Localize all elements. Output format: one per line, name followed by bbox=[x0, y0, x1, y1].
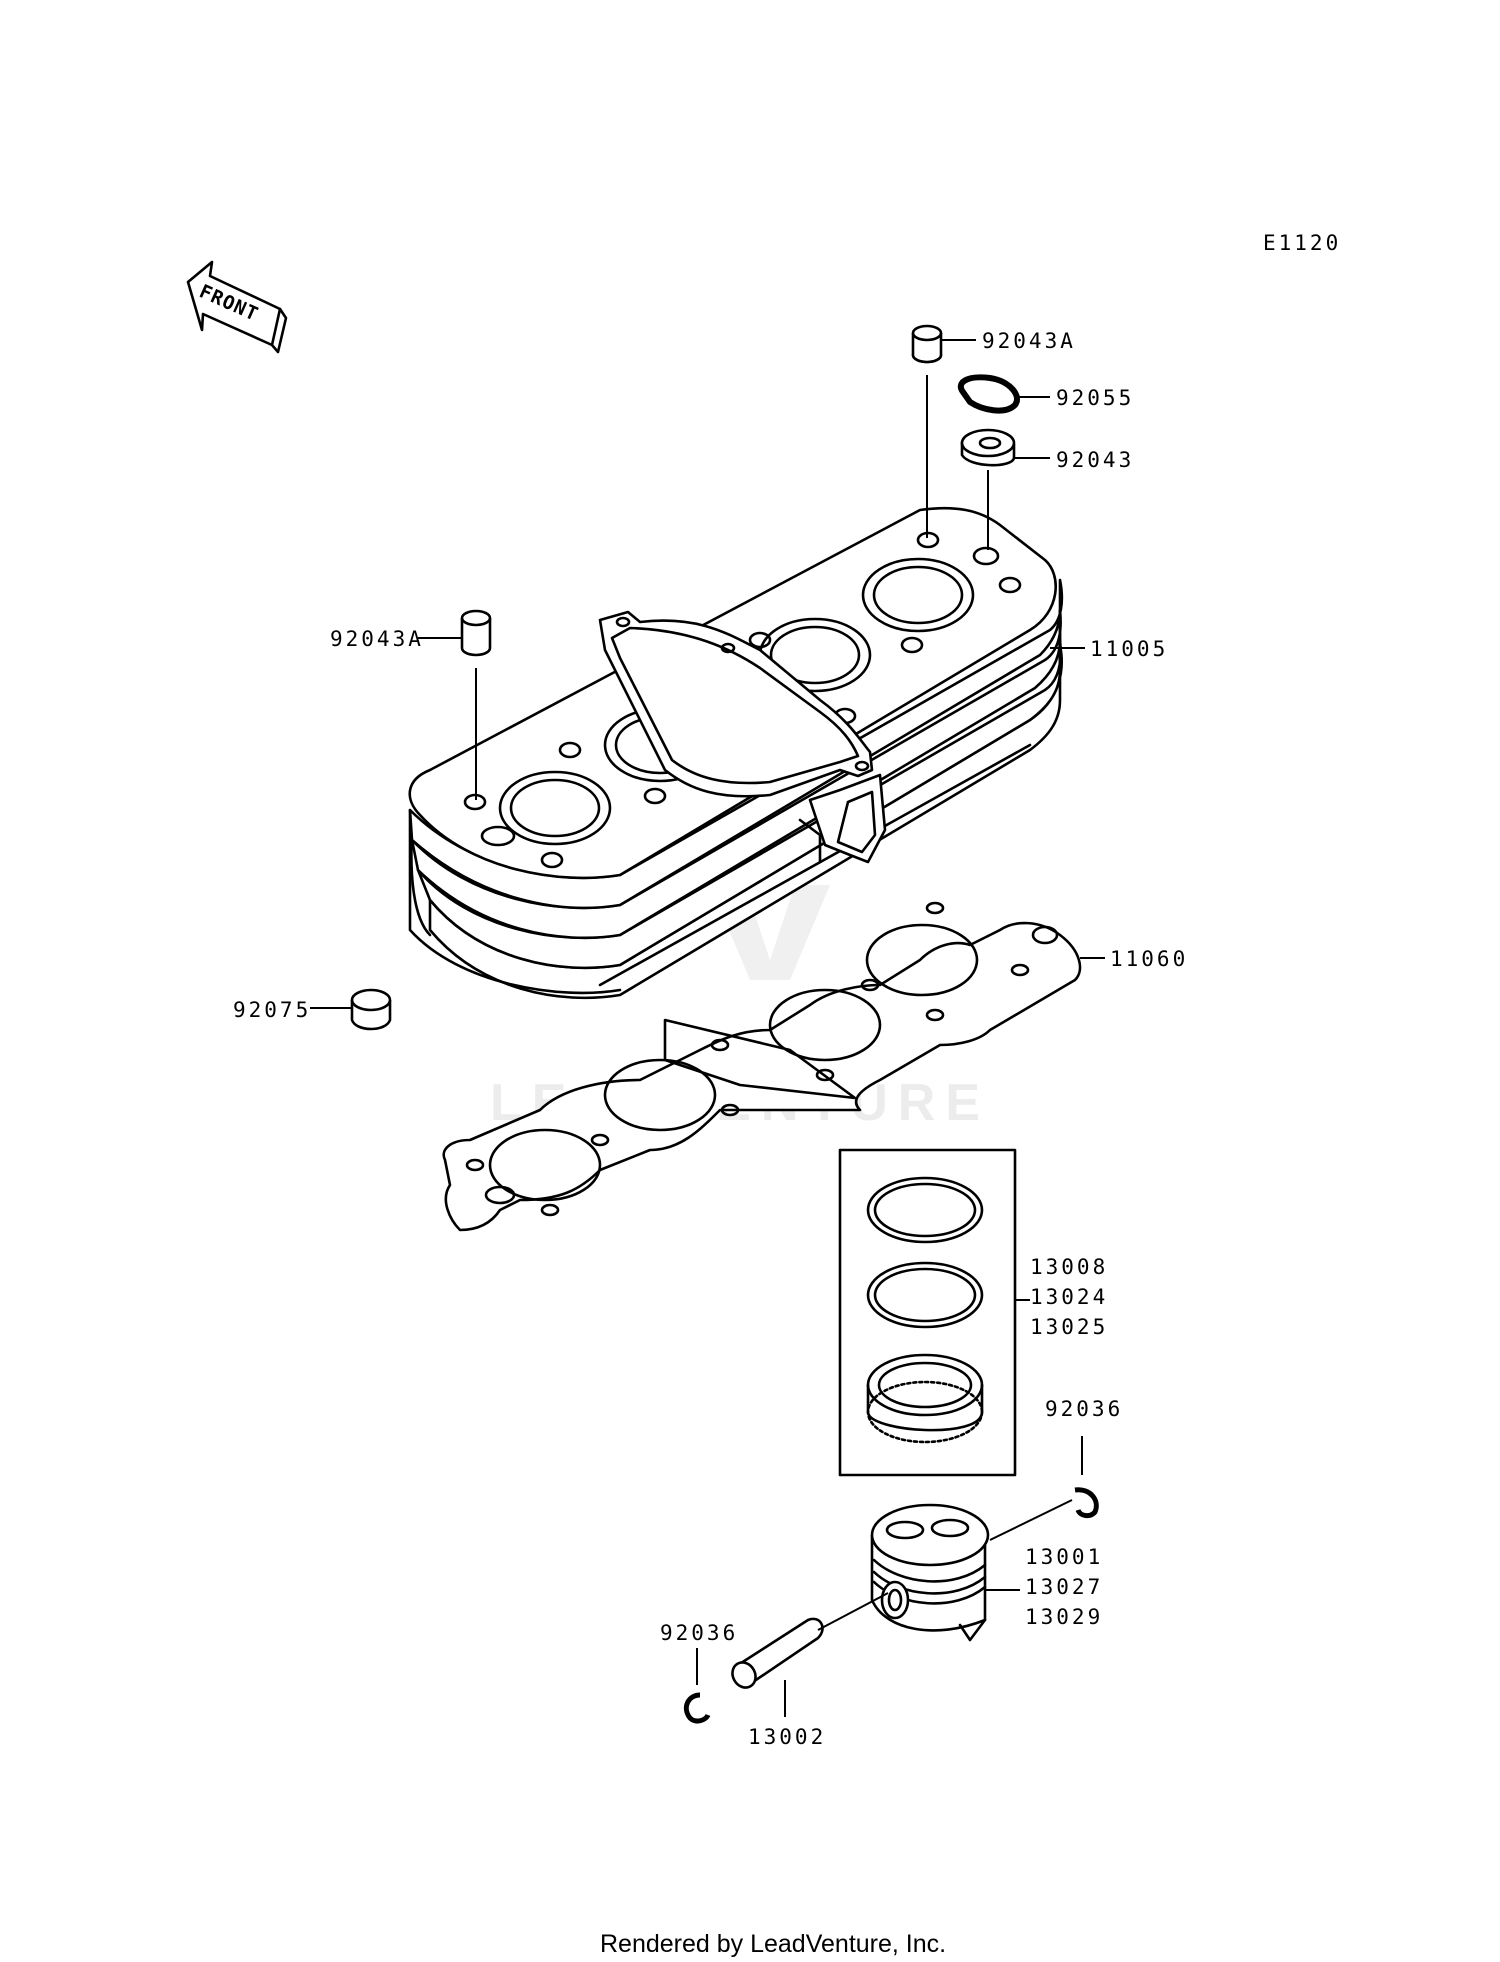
piston-pin: 13002 bbox=[731, 1592, 889, 1749]
piston: 13001 13027 13029 bbox=[870, 1503, 1103, 1642]
piston-rings-set: 13008 13024 13025 bbox=[838, 1148, 1108, 1477]
label-13008: 13008 bbox=[1030, 1255, 1108, 1279]
label-11005: 11005 bbox=[1090, 637, 1168, 661]
label-13001: 13001 bbox=[1025, 1545, 1103, 1569]
label-92043A-top: 92043A bbox=[982, 329, 1076, 353]
front-arrow-icon: FRONT bbox=[186, 260, 288, 354]
o-ring: 92055 bbox=[957, 374, 1134, 414]
label-92036-right: 92036 bbox=[1045, 1397, 1123, 1421]
label-13025: 13025 bbox=[1030, 1315, 1108, 1339]
label-13024: 13024 bbox=[1030, 1285, 1108, 1309]
label-92055: 92055 bbox=[1056, 386, 1134, 410]
head-gasket: 11060 bbox=[442, 901, 1188, 1232]
circlip-left: 92036 bbox=[660, 1621, 738, 1724]
label-13029: 13029 bbox=[1025, 1605, 1103, 1629]
collar-bushing: 92043 bbox=[960, 428, 1134, 550]
footer-credit: Rendered by LeadVenture, Inc. bbox=[600, 1930, 946, 1958]
label-92043A-left: 92043A bbox=[330, 627, 424, 651]
cap-plug: 92075 bbox=[233, 988, 392, 1031]
label-92075: 92075 bbox=[233, 998, 311, 1022]
dowel-pin-top: 92043A bbox=[911, 324, 1076, 538]
label-13002: 13002 bbox=[748, 1725, 826, 1749]
cylinder-block bbox=[408, 506, 1064, 1000]
label-13027: 13027 bbox=[1025, 1575, 1103, 1599]
diagram-code: E1120 bbox=[1263, 231, 1341, 255]
label-11060: 11060 bbox=[1110, 947, 1188, 971]
dowel-pin-left: 92043A bbox=[330, 609, 492, 800]
label-92043: 92043 bbox=[1056, 448, 1134, 472]
label-92036-left: 92036 bbox=[660, 1621, 738, 1645]
circlip-right: 92036 bbox=[989, 1397, 1123, 1541]
